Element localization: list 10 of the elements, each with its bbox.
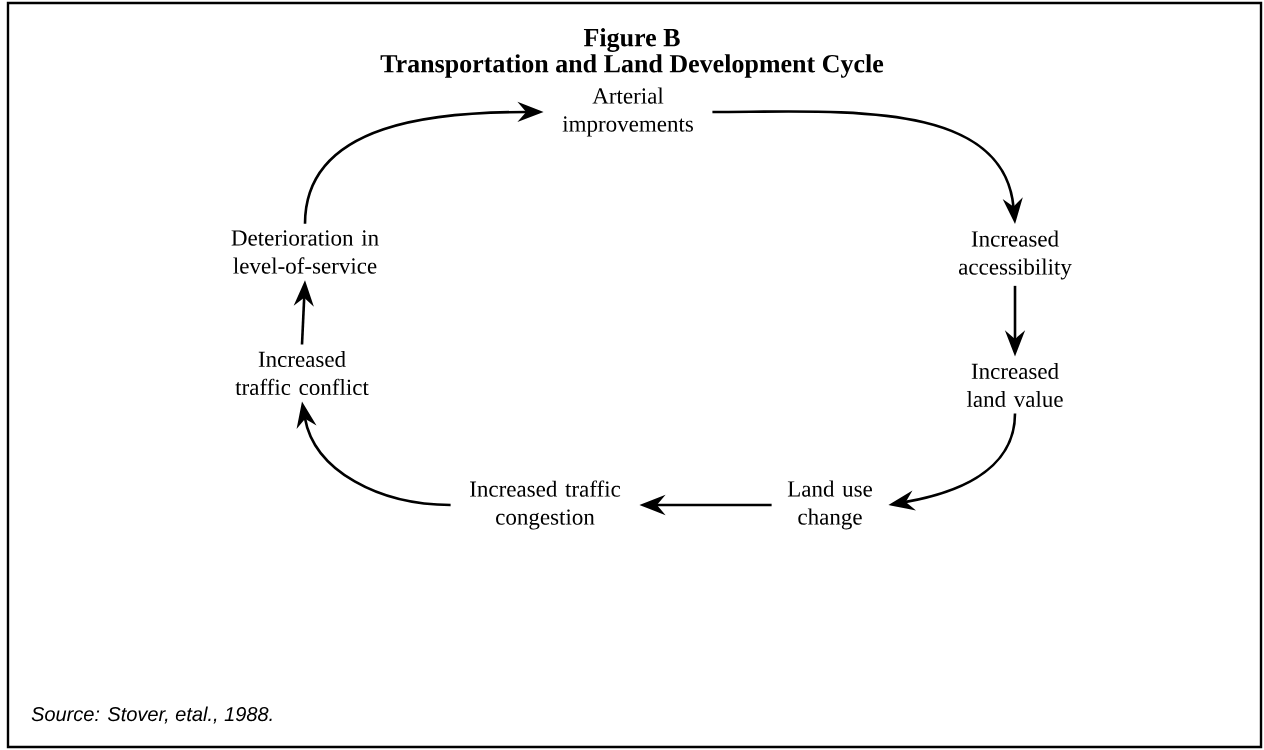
node-label: Increased accessibility xyxy=(959,230,1072,280)
title: Figure B xyxy=(583,28,680,52)
node-label: Increased land value xyxy=(966,362,1063,408)
node-label: Deterioration in level-of-service xyxy=(231,230,379,274)
node-label: Increased traffic congestion xyxy=(470,480,621,530)
node-label: Arterial improvements xyxy=(562,87,693,137)
subtitle: Transportation and Land Development Cycle xyxy=(380,54,884,78)
node-label: Increased traffic conflict xyxy=(235,350,369,396)
source-note: Source: Stover, etal., 1988. xyxy=(31,706,272,724)
node-label: Land use change xyxy=(787,480,872,530)
